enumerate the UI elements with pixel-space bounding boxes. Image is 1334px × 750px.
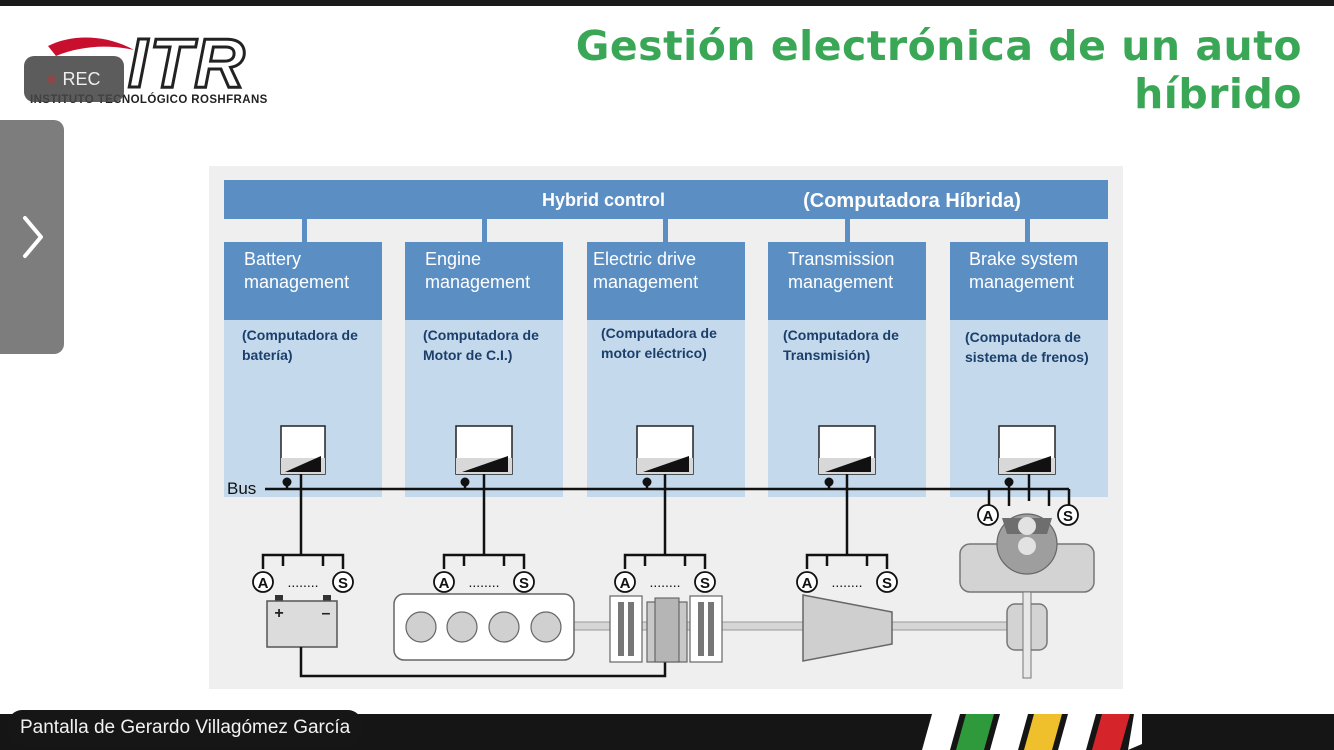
ecu-chip-icon (818, 425, 876, 475)
sensor-label: S (338, 575, 348, 592)
actuator-label: A (258, 575, 269, 592)
io-electric-drive: A ........ S (614, 571, 716, 593)
unit-es-line-2: motor eléctrico) (601, 345, 707, 361)
bus-lines (265, 474, 1071, 555)
dots: ........ (649, 574, 680, 590)
hybrid-control-es-label: (Computadora Híbrida) (803, 190, 1021, 212)
dots: ........ (287, 574, 318, 590)
battery-plus: + (274, 605, 283, 622)
top-bar (0, 0, 1334, 6)
unit-title-line-1: Engine (425, 249, 481, 269)
unit-title-line-1: Battery (244, 249, 301, 269)
sensor-label: S (882, 575, 892, 592)
unit-es-line-2: Transmisión) (783, 347, 870, 363)
actuator-label: A (439, 575, 450, 592)
sensor-label: S (519, 575, 529, 592)
unit-es-line-2: batería) (242, 347, 293, 363)
hybrid-diagram-svg: Hybrid control (Computadora Híbrida) Bat… (224, 180, 1108, 679)
unit-es-line-1: (Computadora de (423, 327, 539, 343)
logo-brand: ITR (127, 24, 247, 102)
engine-icon (393, 593, 575, 661)
unit-title-line-2: management (425, 272, 530, 292)
unit-es-line-2: Motor de C.I.) (423, 347, 512, 363)
io-combs (261, 553, 889, 569)
itr-logo: ITR INSTITUTO TECNOLÓGICO ROSHFRANS (28, 24, 338, 114)
io-battery: A ........ S (252, 571, 354, 593)
hybrid-control-label: Hybrid control (542, 190, 665, 210)
unit-title-line-1: Electric drive (593, 249, 696, 269)
sensor-label: S (700, 575, 710, 592)
unit-es-line-2: sistema de frenos) (965, 349, 1089, 365)
ecu-icons (280, 425, 1056, 475)
dots: ........ (831, 574, 862, 590)
unit-es-line-1: (Computadora de (242, 327, 358, 343)
slide-title: Gestión electrónica de un auto híbrido (542, 22, 1302, 118)
actuator-label: A (983, 508, 994, 525)
slide-title-line-2: híbrido (1134, 70, 1302, 118)
ecu-chip-icon (280, 425, 326, 475)
unit-es-line-1: (Computadora de (601, 325, 717, 341)
logo-swoosh-icon (48, 37, 134, 56)
battery-minus: – (322, 605, 331, 622)
unit-title-line-2: management (969, 272, 1074, 292)
unit-title-line-1: Transmission (788, 249, 894, 269)
unit-es-line-1: (Computadora de (965, 329, 1081, 345)
io-transmission: A ........ S (796, 571, 898, 593)
io-engine: A ........ S (433, 571, 535, 593)
recording-label: REC (62, 68, 101, 89)
record-dot-icon (47, 74, 57, 84)
actuator-label: A (802, 575, 813, 592)
actuator-label: A (620, 575, 631, 592)
io-brake: A S (977, 504, 1079, 526)
unit-title-line-2: management (244, 272, 349, 292)
battery-icon: + – (266, 595, 338, 648)
hybrid-diagram: Hybrid control (Computadora Híbrida) Bat… (209, 166, 1123, 689)
transmission-icon (802, 594, 893, 662)
unit-title-line-1: Brake system (969, 249, 1078, 269)
bus-label: Bus (227, 479, 256, 498)
battery-wire (299, 647, 667, 678)
ecu-chip-icon (998, 425, 1056, 475)
slide-title-line-1: Gestión electrónica de un auto (575, 22, 1302, 70)
recording-indicator[interactable]: REC (24, 56, 124, 102)
hybrid-control-bar (224, 180, 1108, 219)
ecu-chip-icon (636, 425, 694, 475)
chevron-right-icon (23, 216, 43, 258)
unit-es-line-1: (Computadora de (783, 327, 899, 343)
sensor-label: S (1063, 508, 1073, 525)
brake-system-icon (959, 513, 1095, 679)
ecu-chip-icon (455, 425, 513, 475)
unit-title-line-2: management (593, 272, 698, 292)
dots: ........ (468, 574, 499, 590)
electric-motor-icon (609, 595, 723, 663)
flag-stripes (922, 714, 1142, 750)
next-slide-button[interactable] (0, 120, 64, 354)
unit-title-line-2: management (788, 272, 893, 292)
screen-share-label: Pantalla de Gerardo Villagómez García (8, 710, 363, 746)
